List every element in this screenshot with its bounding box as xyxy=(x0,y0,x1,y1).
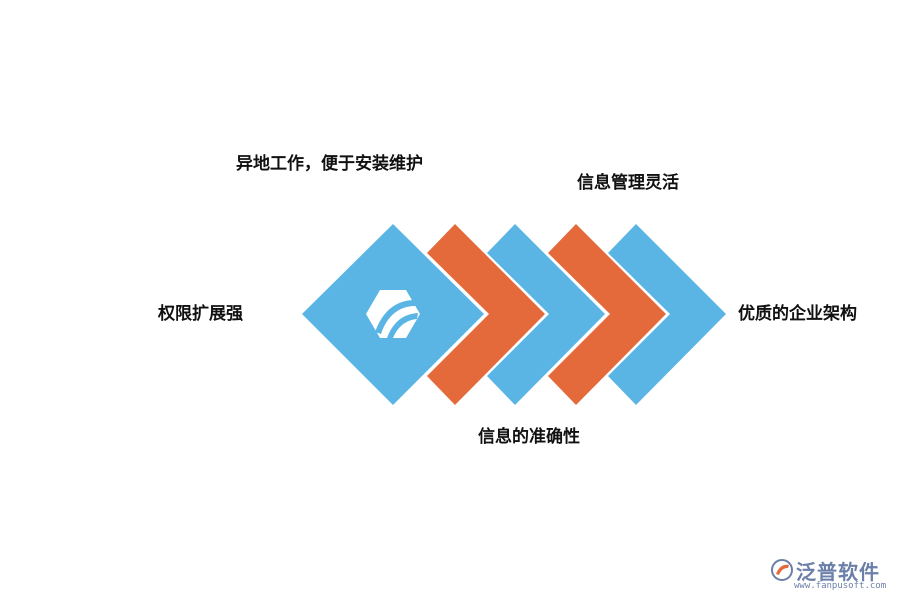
label-information-accuracy: 信息的准确性 xyxy=(478,427,580,447)
chevron-4 xyxy=(608,224,726,405)
label-enterprise-architecture: 优质的企业架构 xyxy=(738,304,857,324)
label-flexible-management: 信息管理灵活 xyxy=(577,173,679,193)
brand-watermark: 泛普软件 www.fanpusoft.com xyxy=(770,556,894,596)
label-permission-extension: 权限扩展强 xyxy=(158,304,243,324)
leaf-logo-icon xyxy=(366,290,420,338)
label-remote-work: 异地工作，便于安装维护 xyxy=(236,154,423,174)
chevron-2 xyxy=(487,224,605,405)
chevron-3 xyxy=(548,224,666,405)
fanpu-logo-icon xyxy=(771,559,793,581)
brand-url: www.fanpusoft.com xyxy=(794,581,887,591)
chevron-1 xyxy=(427,224,545,405)
brand-name: 泛普软件 xyxy=(796,560,880,584)
